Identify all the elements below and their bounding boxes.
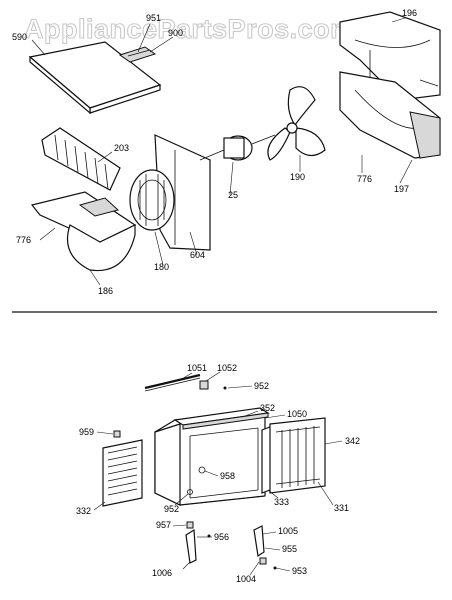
label-958: 958 [220, 471, 235, 481]
label-1005: 1005 [278, 526, 298, 536]
part-190-fan-blade [267, 86, 326, 161]
label-332: 332 [76, 506, 91, 516]
label-190: 190 [290, 172, 305, 182]
label-776-b: 776 [357, 174, 372, 184]
part-203-grille [41, 127, 121, 191]
part-1006-latch [185, 528, 211, 564]
label-1006: 1006 [152, 568, 172, 578]
label-331: 331 [334, 503, 349, 513]
label-1052: 1052 [217, 363, 237, 373]
label-186: 186 [98, 286, 113, 296]
label-952-a: 952 [254, 381, 269, 391]
part-1052-bracket [199, 380, 227, 390]
bottom-leader-lines [93, 371, 343, 576]
part-1051-rod [144, 373, 201, 392]
part-main-housing [154, 411, 266, 506]
label-25: 25 [228, 190, 238, 200]
part-590-panel [28, 41, 162, 115]
label-342: 342 [345, 436, 360, 446]
part-900-bracket [118, 46, 157, 63]
watermark-text: AppliancePartsPros.com [24, 14, 355, 44]
part-186-scroll [30, 191, 137, 272]
label-1051: 1051 [187, 363, 207, 373]
label-604: 604 [190, 250, 205, 260]
label-1050: 1050 [287, 409, 307, 419]
part-25-motor [199, 134, 276, 161]
label-197: 197 [394, 184, 409, 194]
label-953: 953 [292, 566, 307, 576]
part-352-top-strip [173, 407, 270, 430]
label-196: 196 [402, 8, 417, 18]
part-957-clip [186, 521, 194, 529]
label-951: 951 [146, 13, 161, 23]
part-331-right-grille [269, 417, 326, 494]
label-1004: 1004 [236, 574, 256, 584]
label-590: 590 [12, 32, 27, 42]
label-180: 180 [154, 262, 169, 272]
label-900: 900 [168, 28, 183, 38]
top-leader-lines [31, 17, 413, 286]
label-776-a: 776 [16, 235, 31, 245]
label-952-b: 952 [164, 504, 179, 514]
part-1004-latch [253, 525, 277, 570]
label-959: 959 [79, 427, 94, 437]
label-955: 955 [282, 544, 297, 554]
part-959-clip [113, 430, 121, 438]
part-180-blower-wheel [129, 169, 175, 231]
label-352: 352 [260, 403, 275, 413]
label-956: 956 [214, 532, 229, 542]
label-957: 957 [156, 520, 171, 530]
label-203: 203 [114, 143, 129, 153]
label-333: 333 [274, 497, 289, 507]
part-196-shroud [339, 11, 441, 159]
part-332-left-filter [102, 439, 143, 507]
